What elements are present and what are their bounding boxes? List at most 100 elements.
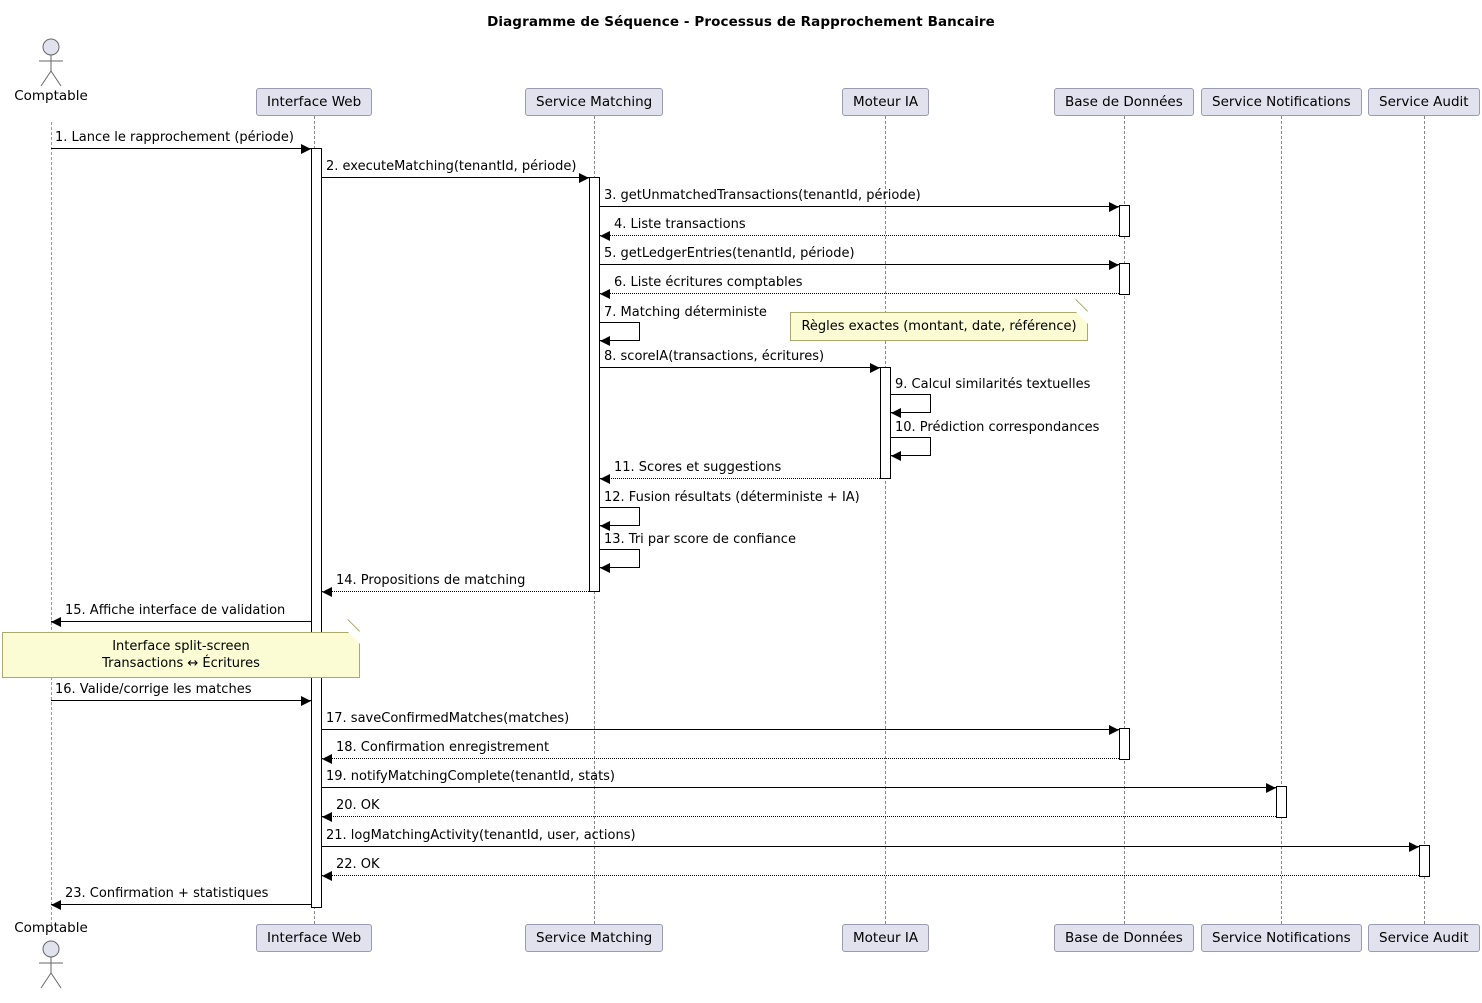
arrowhead-22 (322, 871, 332, 881)
message-line-23 (51, 904, 311, 905)
actor-label: Comptable (14, 88, 88, 104)
message-label-21: 21. logMatchingActivity(tenantId, user, … (326, 828, 636, 843)
self-message-9 (891, 394, 931, 413)
participant-box-notif[interactable]: Service Notifications (1201, 924, 1362, 952)
arrowhead-14 (322, 587, 332, 597)
arrowhead-10 (891, 451, 901, 461)
arrowhead-19 (1266, 783, 1276, 793)
message-label-1: 1. Lance le rapprochement (période) (55, 130, 294, 145)
arrowhead-18 (322, 754, 332, 764)
arrowhead-5 (1109, 260, 1119, 270)
note-split-screen: Interface split-screen Transactions ↔ Éc… (2, 618, 360, 678)
participant-box-audit[interactable]: Service Audit (1368, 924, 1480, 952)
arrowhead-15 (51, 617, 61, 627)
participant-box-db[interactable]: Base de Données (1054, 88, 1194, 116)
message-label-15: 15. Affiche interface de validation (65, 603, 286, 618)
actor-figure-icon (31, 940, 71, 989)
message-line-17 (322, 729, 1119, 730)
message-line-2 (322, 177, 589, 178)
message-line-8 (600, 367, 880, 368)
message-line-15 (51, 621, 311, 622)
participant-box-match[interactable]: Service Matching (525, 88, 664, 116)
arrowhead-1 (301, 144, 311, 154)
lifeline-ia (885, 116, 886, 924)
participant-box-ia[interactable]: Moteur IA (842, 88, 930, 116)
message-label-10: 10. Prédiction correspondances (895, 420, 1100, 435)
activation-bar-match (589, 177, 600, 592)
lifeline-db (1124, 116, 1125, 924)
participant-box-ia[interactable]: Moteur IA (842, 924, 930, 952)
message-label-18: 18. Confirmation enregistrement (336, 740, 550, 755)
activation-bar-audit (1419, 845, 1430, 877)
participant-box-notif[interactable]: Service Notifications (1201, 88, 1362, 116)
message-line-6 (600, 293, 1119, 294)
arrowhead-16 (301, 696, 311, 706)
participant-box-match[interactable]: Service Matching (525, 924, 664, 952)
message-label-13: 13. Tri par score de confiance (604, 532, 796, 547)
self-message-7 (600, 322, 640, 341)
note-fold-line (1075, 298, 1088, 312)
participant-box-audit[interactable]: Service Audit (1368, 88, 1480, 116)
arrowhead-3 (1109, 202, 1119, 212)
message-line-20 (322, 816, 1276, 817)
message-line-18 (322, 758, 1119, 759)
arrowhead-20 (322, 812, 332, 822)
message-label-14: 14. Propositions de matching (336, 573, 526, 588)
message-line-16 (51, 700, 311, 701)
arrowhead-6 (600, 289, 610, 299)
message-label-3: 3. getUnmatchedTransactions(tenantId, pé… (604, 188, 921, 203)
lifeline-audit (1424, 116, 1425, 924)
message-label-23: 23. Confirmation + statistiques (65, 886, 269, 901)
activation-bar-db (1119, 728, 1130, 760)
arrowhead-13 (600, 563, 610, 573)
message-line-11 (600, 478, 880, 479)
note-fold-corner-icon (348, 632, 360, 644)
message-line-21 (322, 846, 1419, 847)
arrowhead-8 (870, 363, 880, 373)
arrowhead-21 (1409, 842, 1419, 852)
message-label-4: 4. Liste transactions (614, 217, 746, 232)
message-label-12: 12. Fusion résultats (déterministe + IA) (604, 490, 860, 505)
message-line-22 (322, 875, 1419, 876)
arrowhead-11 (600, 474, 610, 484)
actor-label: Comptable (14, 920, 88, 936)
message-label-2: 2. executeMatching(tenantId, période) (326, 159, 577, 174)
message-label-19: 19. notifyMatchingComplete(tenantId, sta… (326, 769, 616, 784)
arrowhead-17 (1109, 725, 1119, 735)
activation-bar-db (1119, 205, 1130, 237)
message-line-5 (600, 264, 1119, 265)
self-message-12 (600, 507, 640, 526)
self-message-10 (891, 437, 931, 456)
page-title: Diagramme de Séquence - Processus de Rap… (487, 14, 995, 30)
message-line-19 (322, 787, 1276, 788)
activation-bar-notif (1276, 786, 1287, 818)
message-label-8: 8. scoreIA(transactions, écritures) (604, 349, 825, 364)
lifeline-notif (1281, 116, 1282, 924)
activation-bar-web (311, 148, 322, 908)
participant-box-db[interactable]: Base de Données (1054, 924, 1194, 952)
message-line-14 (322, 591, 589, 592)
note-regles: Règles exactes (montant, date, référence… (790, 298, 1088, 341)
message-label-17: 17. saveConfirmedMatches(matches) (326, 711, 570, 726)
lifeline-actor (51, 122, 52, 930)
message-label-6: 6. Liste écritures comptables (614, 275, 803, 290)
note-fold-corner-icon (1076, 312, 1088, 324)
message-label-5: 5. getLedgerEntries(tenantId, période) (604, 246, 855, 261)
note-fold-line (347, 618, 360, 632)
activation-bar-db (1119, 263, 1130, 295)
arrowhead-7 (600, 336, 610, 346)
self-message-13 (600, 549, 640, 568)
arrowhead-23 (51, 900, 61, 910)
arrowhead-12 (600, 521, 610, 531)
message-label-16: 16. Valide/corrige les matches (55, 682, 252, 697)
actor-figure-icon (31, 38, 71, 87)
message-label-20: 20. OK (336, 798, 380, 813)
participant-box-web[interactable]: Interface Web (256, 924, 373, 952)
arrowhead-2 (579, 173, 589, 183)
arrowhead-9 (891, 408, 901, 418)
message-label-22: 22. OK (336, 857, 380, 872)
message-label-9: 9. Calcul similarités textuelles (895, 377, 1091, 392)
message-label-11: 11. Scores et suggestions (614, 460, 782, 475)
participant-box-web[interactable]: Interface Web (256, 88, 373, 116)
